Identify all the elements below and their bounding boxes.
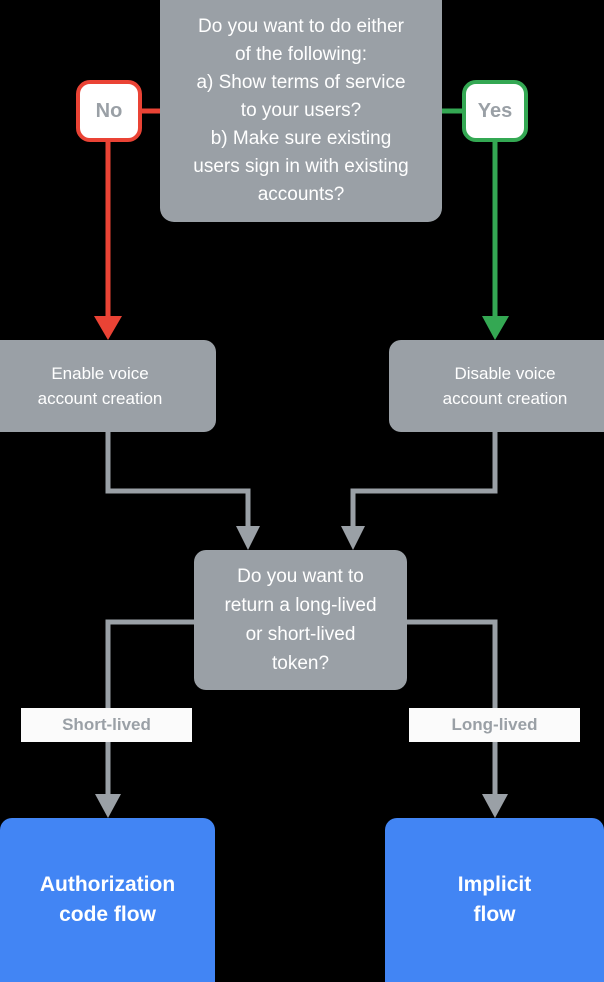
choice-node-no[interactable]: No (76, 80, 142, 142)
arrowhead-enable-voice-to-token-question (236, 526, 260, 550)
decision-node-account-question-text: Do you want to do either of the followin… (193, 16, 409, 205)
decision-node-account-question: Do you want to do either of the followin… (160, 0, 442, 222)
action-node-disable-voice-account-creation: Disable voice account creation (389, 340, 604, 432)
choice-node-no-label: No (95, 99, 123, 122)
terminal-node-implicit-flow: Implicit flow (385, 818, 604, 982)
decision-node-token-question: Do you want to return a long-lived or sh… (194, 550, 407, 690)
action-node-enable-voice-account-creation-text: Enable voice account creation (37, 364, 163, 408)
edge-enable-voice-to-token-question (105, 432, 251, 528)
edge-label-short-lived: Short-lived (21, 708, 192, 742)
arrowhead-no-to-enable-voice (94, 316, 122, 340)
terminal-node-authorization-code-flow: Authorization code flow (0, 818, 215, 982)
edge-label-short-lived-text: Short-lived (62, 715, 151, 734)
terminal-node-authorization-code-flow-text: Authorization code flow (39, 873, 176, 926)
edge-label-long-lived: Long-lived (409, 708, 580, 742)
decision-node-token-question-text: Do you want to return a long-lived or sh… (224, 566, 377, 674)
arrowhead-token-question-to-auth-code-flow (95, 794, 121, 818)
choice-node-yes[interactable]: Yes (462, 80, 528, 142)
arrowhead-yes-to-disable-voice (482, 316, 509, 340)
edge-disable-voice-to-token-question (350, 432, 498, 528)
choice-node-yes-label: Yes (477, 99, 513, 122)
action-node-disable-voice-account-creation-text: Disable voice account creation (442, 364, 568, 408)
edge-label-long-lived-text: Long-lived (451, 715, 538, 734)
arrowhead-disable-voice-to-token-question (341, 526, 365, 550)
action-node-enable-voice-account-creation: Enable voice account creation (0, 340, 216, 432)
arrowhead-token-question-to-implicit-flow (482, 794, 508, 818)
terminal-node-implicit-flow-text: Implicit flow (457, 873, 532, 926)
